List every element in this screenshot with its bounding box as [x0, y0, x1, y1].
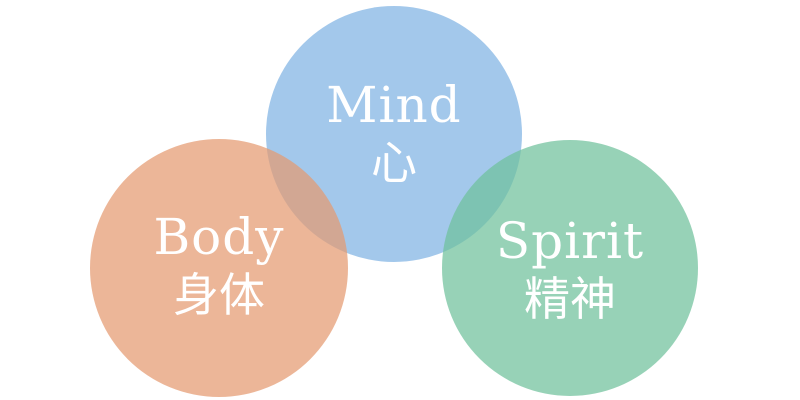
body-circle [90, 139, 348, 397]
spirit-label-japanese: 精神 [524, 272, 616, 326]
spirit-label: Spirit 精神 [450, 216, 690, 322]
body-label: Body 身体 [99, 212, 339, 318]
spirit-circle [442, 140, 698, 396]
mind-label: Mind 心 [274, 80, 514, 186]
body-label-english: Body [153, 208, 285, 266]
mind-label-japanese: 心 [371, 136, 417, 190]
body-label-japanese: 身体 [173, 268, 265, 322]
mind-label-english: Mind [326, 76, 462, 134]
spirit-label-english: Spirit [495, 212, 645, 270]
